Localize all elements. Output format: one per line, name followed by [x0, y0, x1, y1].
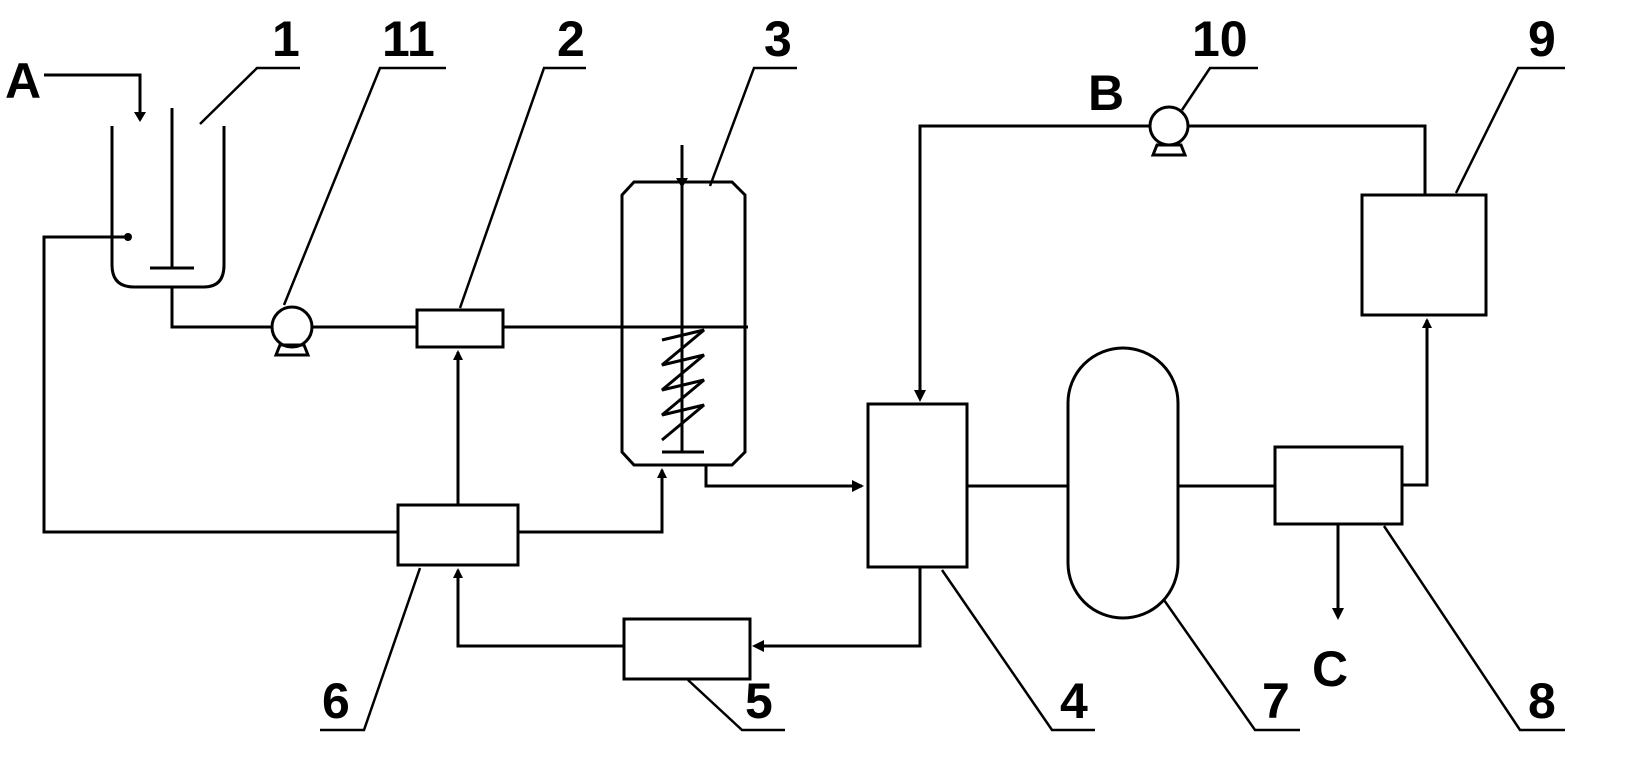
unit-11-label: 11	[382, 11, 435, 67]
stream-a-inlet	[44, 73, 146, 122]
unit-5-box	[622, 617, 752, 681]
stream-c-outlet	[1332, 524, 1344, 620]
line-8-to-9	[1402, 318, 1432, 487]
unit-3-coil-reactor	[620, 145, 747, 467]
stream-a-label: A	[5, 53, 41, 109]
unit-2-label: 2	[557, 11, 585, 67]
unit-4-label: 4	[1060, 673, 1088, 729]
stream-b-label: B	[1088, 65, 1124, 121]
unit-8-box	[1273, 445, 1404, 526]
leader-lines	[199, 66, 1565, 732]
unit-10-pump	[1148, 105, 1190, 157]
line-6-to-2	[453, 350, 463, 505]
recycle-line-6-to-1	[42, 233, 398, 534]
unit-7-label: 7	[1262, 673, 1290, 729]
unit-7-vessel	[1066, 346, 1180, 620]
unit-1-label: 1	[272, 11, 300, 67]
unit-8-label: 8	[1528, 673, 1556, 729]
unit-6-box	[396, 503, 520, 567]
unit-9-box	[1360, 193, 1488, 317]
unit-4-box	[866, 402, 969, 569]
unit-9-label: 9	[1528, 11, 1556, 67]
line-9-via-10-to-4	[914, 124, 1427, 402]
unit-6-label: 6	[322, 673, 350, 729]
unit-11-pump	[270, 305, 314, 357]
unit-2-mixer	[415, 308, 505, 349]
unit-3-label: 3	[764, 11, 792, 67]
unit-5-label: 5	[745, 673, 773, 729]
line-5-to-6	[453, 568, 624, 648]
line-4-to-5	[752, 567, 922, 652]
unit-1-stirred-tank	[110, 108, 226, 289]
unit-10-label: 10	[1192, 11, 1248, 67]
stream-c-label: C	[1312, 641, 1348, 697]
line-1-to-11	[170, 287, 271, 329]
line-3-to-4	[704, 465, 864, 492]
line-6-to-3	[518, 468, 667, 534]
